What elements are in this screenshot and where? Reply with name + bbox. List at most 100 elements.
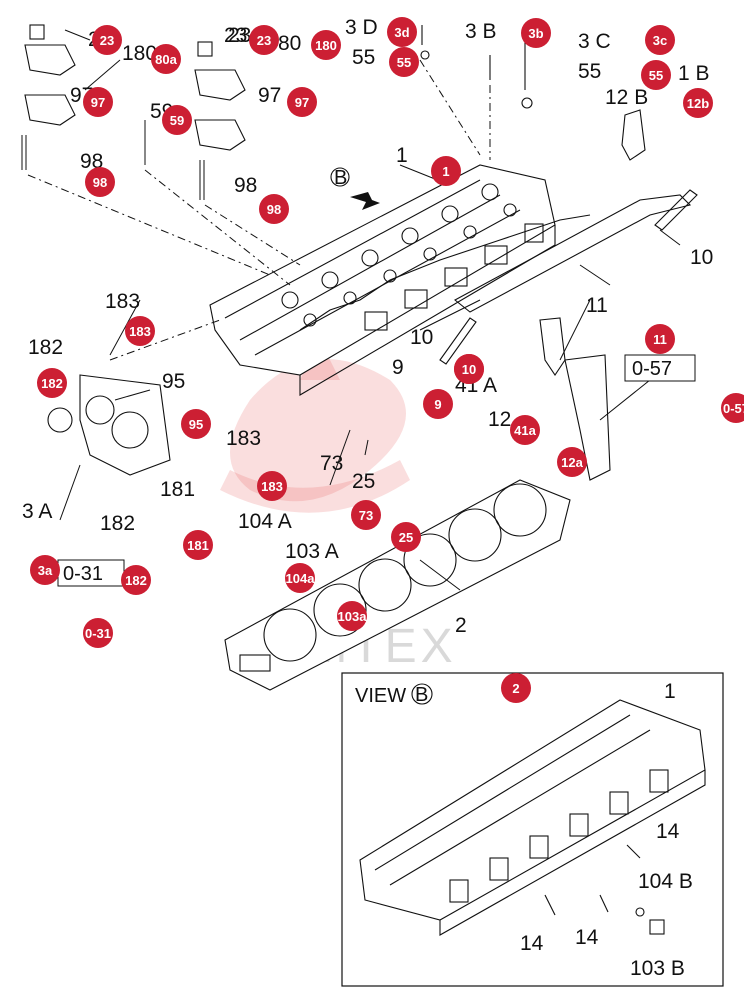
hotspot-label[interactable]: 183 [129, 324, 151, 339]
hotspot-label[interactable]: 41a [514, 423, 536, 438]
hotspot-label[interactable]: 10 [462, 362, 476, 377]
hotspot-80a[interactable]: 80a [151, 44, 181, 74]
hotspot-98[interactable]: 98 [259, 194, 289, 224]
hotspot-3c[interactable]: 3c [645, 25, 675, 55]
hotspot-label[interactable]: 181 [187, 538, 209, 553]
hotspot-55[interactable]: 55 [389, 47, 419, 77]
hotspot-97[interactable]: 97 [287, 87, 317, 117]
hotspot-183[interactable]: 183 [257, 471, 287, 501]
hotspot-circle[interactable] [389, 47, 419, 77]
hotspot-9[interactable]: 9 [423, 389, 453, 419]
hotspot-label[interactable]: 73 [359, 508, 373, 523]
hotspot-label[interactable]: 23 [100, 33, 114, 48]
hotspot-97[interactable]: 97 [83, 87, 113, 117]
hotspot-103a[interactable]: 103a [337, 601, 367, 631]
hotspot-circle[interactable] [259, 194, 289, 224]
hotspot-circle[interactable] [30, 555, 60, 585]
hotspot-circle[interactable] [83, 87, 113, 117]
hotspot-circle[interactable] [510, 415, 540, 445]
hotspot-circle[interactable] [351, 500, 381, 530]
hotspot-circle[interactable] [183, 530, 213, 560]
hotspot-12a[interactable]: 12a [557, 447, 587, 477]
hotspot-circle[interactable] [387, 17, 417, 47]
hotspot-0-31[interactable]: 0-31 [83, 618, 113, 648]
hotspot-label[interactable]: 180 [315, 38, 337, 53]
hotspot-180[interactable]: 180 [311, 30, 341, 60]
hotspot-41a[interactable]: 41a [510, 415, 540, 445]
hotspot-circle[interactable] [257, 471, 287, 501]
hotspot-1[interactable]: 1 [431, 156, 461, 186]
hotspot-0-57[interactable]: 0-57 [721, 393, 744, 423]
hotspot-label[interactable]: 59 [170, 113, 184, 128]
hotspot-12b[interactable]: 12b [683, 88, 713, 118]
hotspot-circle[interactable] [645, 25, 675, 55]
hotspot-circle[interactable] [162, 105, 192, 135]
hotspot-181[interactable]: 181 [183, 530, 213, 560]
hotspot-circle[interactable] [683, 88, 713, 118]
hotspot-label[interactable]: 23 [257, 33, 271, 48]
hotspot-95[interactable]: 95 [181, 409, 211, 439]
hotspot-circle[interactable] [431, 156, 461, 186]
hotspot-circle[interactable] [181, 409, 211, 439]
hotspot-55[interactable]: 55 [641, 60, 671, 90]
hotspot-25[interactable]: 25 [391, 522, 421, 552]
hotspot-label[interactable]: 25 [399, 530, 413, 545]
hotspot-label[interactable]: 0-31 [85, 626, 111, 641]
hotspot-label[interactable]: 12b [687, 96, 709, 111]
hotspot-circle[interactable] [521, 18, 551, 48]
hotspot-circle[interactable] [151, 44, 181, 74]
hotspot-label[interactable]: 3d [394, 25, 409, 40]
hotspot-circle[interactable] [125, 316, 155, 346]
hotspot-circle[interactable] [287, 87, 317, 117]
hotspot-label[interactable]: 182 [125, 573, 147, 588]
hotspot-label[interactable]: 55 [397, 55, 411, 70]
hotspot-circle[interactable] [641, 60, 671, 90]
hotspot-23[interactable]: 23 [249, 25, 279, 55]
hotspot-label[interactable]: 98 [93, 175, 107, 190]
hotspot-3d[interactable]: 3d [387, 17, 417, 47]
hotspot-2[interactable]: 2 [501, 673, 531, 703]
hotspot-59[interactable]: 59 [162, 105, 192, 135]
hotspot-182[interactable]: 182 [37, 368, 67, 398]
hotspot-3a[interactable]: 3a [30, 555, 60, 585]
hotspot-label[interactable]: 104a [286, 571, 316, 586]
hotspot-label[interactable]: 1 [442, 164, 449, 179]
hotspot-3b[interactable]: 3b [521, 18, 551, 48]
hotspot-23[interactable]: 23 [92, 25, 122, 55]
hotspot-label[interactable]: 2 [512, 681, 519, 696]
hotspot-label[interactable]: 97 [295, 95, 309, 110]
hotspot-label[interactable]: 3c [653, 33, 667, 48]
hotspot-circle[interactable] [285, 563, 315, 593]
hotspot-circle[interactable] [37, 368, 67, 398]
hotspot-label[interactable]: 3a [38, 563, 53, 578]
hotspot-label[interactable]: 182 [41, 376, 63, 391]
hotspot-circle[interactable] [454, 354, 484, 384]
hotspot-label[interactable]: 55 [649, 68, 663, 83]
hotspot-label[interactable]: 11 [653, 332, 667, 347]
hotspot-circle[interactable] [92, 25, 122, 55]
hotspot-label[interactable]: 0-57 [723, 401, 744, 416]
hotspot-circle[interactable] [557, 447, 587, 477]
hotspot-label[interactable]: 12a [561, 455, 583, 470]
hotspot-circle[interactable] [121, 565, 151, 595]
hotspot-73[interactable]: 73 [351, 500, 381, 530]
hotspot-label[interactable]: 9 [434, 397, 441, 412]
hotspot-circle[interactable] [645, 324, 675, 354]
hotspot-11[interactable]: 11 [645, 324, 675, 354]
hotspot-circle[interactable] [85, 167, 115, 197]
hotspot-circle[interactable] [337, 601, 367, 631]
hotspot-label[interactable]: 183 [261, 479, 283, 494]
hotspot-104a[interactable]: 104a [285, 563, 315, 593]
hotspot-label[interactable]: 103a [338, 609, 368, 624]
hotspot-10[interactable]: 10 [454, 354, 484, 384]
hotspot-label[interactable]: 80a [155, 52, 177, 67]
hotspot-label[interactable]: 3b [528, 26, 543, 41]
hotspot-circle[interactable] [83, 618, 113, 648]
hotspot-182[interactable]: 182 [121, 565, 151, 595]
hotspot-circle[interactable] [311, 30, 341, 60]
hotspot-label[interactable]: 98 [267, 202, 281, 217]
hotspot-circle[interactable] [721, 393, 744, 423]
hotspot-label[interactable]: 97 [91, 95, 105, 110]
hotspot-183[interactable]: 183 [125, 316, 155, 346]
hotspot-circle[interactable] [249, 25, 279, 55]
